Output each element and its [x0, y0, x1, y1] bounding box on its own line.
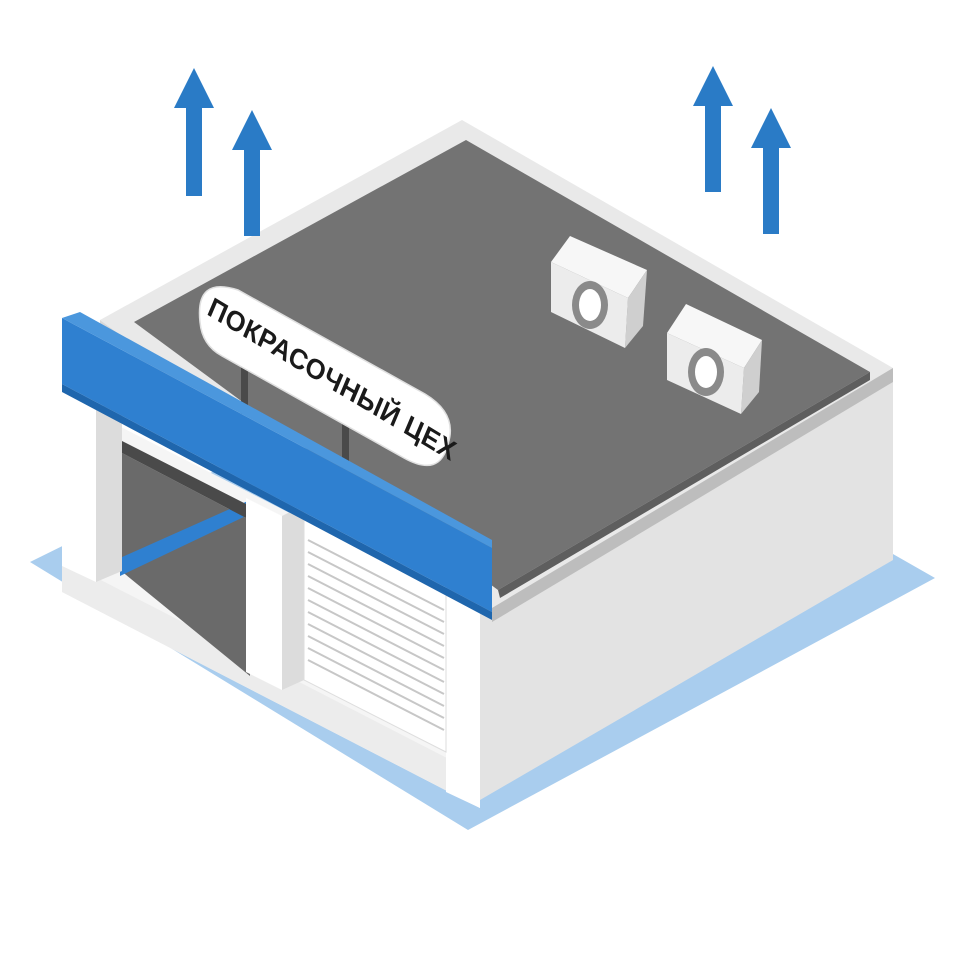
up-arrow-icon [693, 66, 733, 192]
pillar-middle-side [282, 505, 304, 690]
ac-unit-icon [551, 236, 647, 348]
front-fascia-bottom [62, 384, 492, 620]
sign-post-right [342, 418, 349, 468]
pillar-middle [246, 498, 282, 690]
sign-post-left [241, 364, 248, 414]
parapet-side-face [492, 368, 893, 622]
pillar-left-side [96, 398, 122, 582]
pillar-right [446, 596, 480, 808]
right-wall [480, 368, 893, 800]
up-arrow-icon [751, 108, 791, 234]
roof-surface [134, 140, 870, 590]
front-fascia-top [62, 312, 492, 548]
ac-unit-icon [667, 304, 762, 414]
roof-inner-rim [498, 372, 870, 598]
garage-inner-beam [120, 500, 250, 576]
garage-inner-ceiling [120, 440, 250, 520]
up-arrow-icon [232, 110, 272, 236]
garage-opening [120, 452, 250, 676]
pillar-left [62, 392, 96, 582]
front-fascia-face [62, 318, 492, 612]
up-arrow-icon [174, 68, 214, 196]
